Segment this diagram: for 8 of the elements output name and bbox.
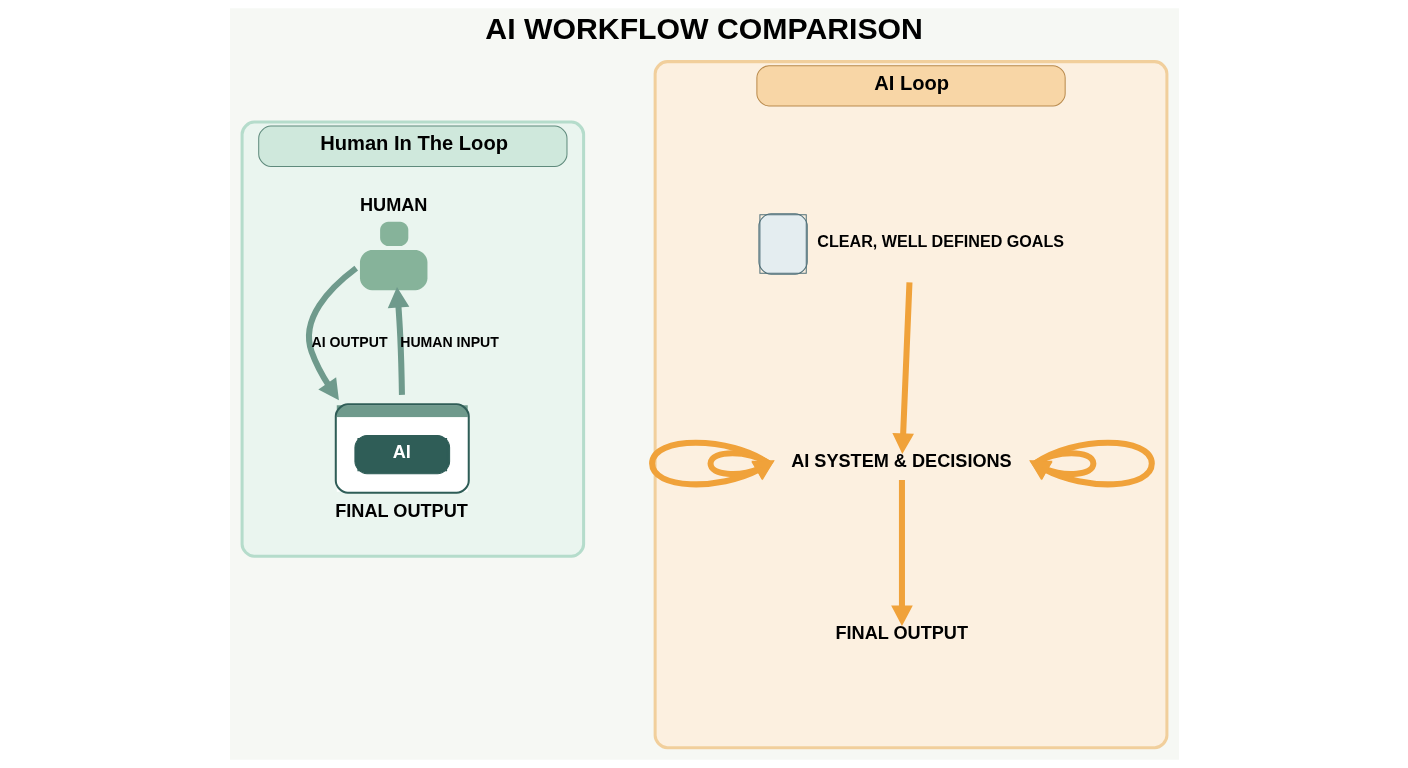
diagram-title: AI WORKFLOW COMPARISON: [484, 12, 923, 46]
node-label: FINAL OUTPUT: [334, 501, 468, 522]
node-label: CLEAR, WELL DEFINED GOALS: [816, 231, 1064, 250]
node-text: FINAL OUTPUT: [834, 623, 968, 644]
node-text: AI SYSTEM & DECISIONS: [790, 451, 1012, 472]
node-label: HUMAN: [359, 195, 427, 216]
edge-label: AI OUTPUT: [311, 333, 388, 350]
edge-label: HUMAN INPUT: [399, 333, 499, 350]
